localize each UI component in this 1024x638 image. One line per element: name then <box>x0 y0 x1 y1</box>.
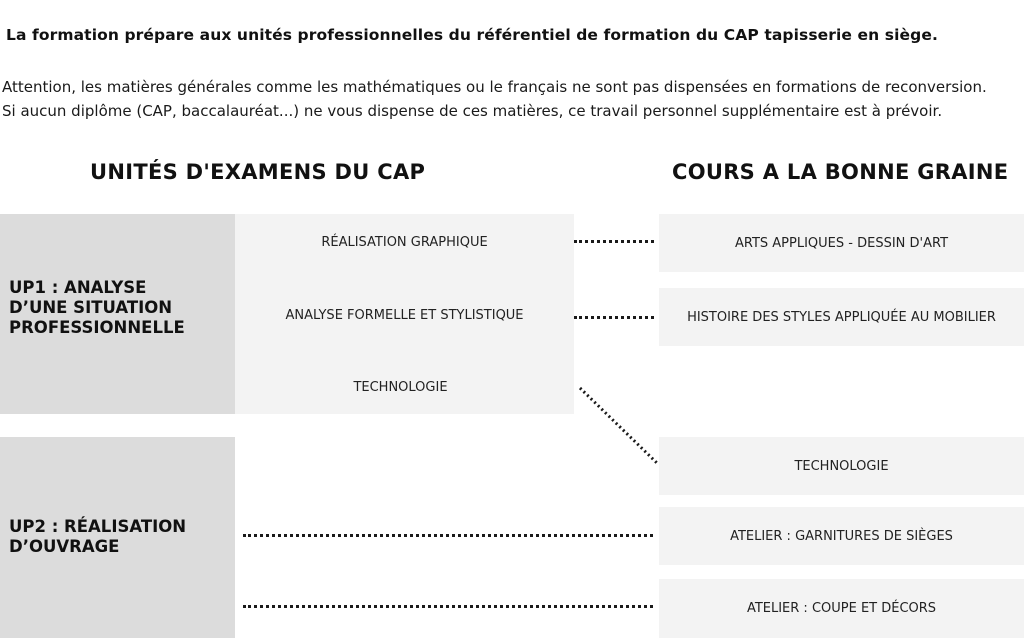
intro-note-line-1: Attention, les matières générales comme … <box>2 78 987 96</box>
course-histoire-des-styles: HISTOIRE DES STYLES APPLIQUÉE AU MOBILIE… <box>659 288 1024 346</box>
connector-analyse-to-histoire <box>574 316 654 319</box>
course-atelier-garnitures-label: ATELIER : GARNITURES DE SIÈGES <box>730 528 953 544</box>
connector-up2-to-coupe <box>243 605 653 608</box>
unit-up1-label-line-2: D’UNE SITUATION <box>9 298 173 317</box>
unit-up1-label-line-3: PROFESSIONNELLE <box>9 318 185 337</box>
intro-headline: La formation prépare aux unités professi… <box>6 26 938 44</box>
course-atelier-coupe-label: ATELIER : COUPE ET DÉCORS <box>746 601 937 616</box>
unit-up2-label: UP2 : RÉALISATION D’OUVRAGE <box>9 517 186 557</box>
intro-note-line-2: Si aucun diplôme (CAP, baccalauréat...) … <box>2 102 943 120</box>
right-column-title: COURS A LA BONNE GRAINE <box>672 160 1009 184</box>
course-technologie: TECHNOLOGIE <box>659 437 1024 495</box>
course-arts-appliques-label: ARTS APPLIQUES - DESSIN D'ART <box>734 235 949 251</box>
unit-up1-label: UP1 : ANALYSE D’UNE SITUATION PROFESSION… <box>9 278 185 338</box>
unit-up2-label-line-2: D’OUVRAGE <box>9 537 120 556</box>
subject-technologie: TECHNOLOGIE <box>353 380 448 395</box>
connector-realisation-to-arts <box>574 240 654 243</box>
course-histoire-des-styles-label: HISTOIRE DES STYLES APPLIQUÉE AU MOBILIE… <box>687 309 996 325</box>
course-atelier-garnitures: ATELIER : GARNITURES DE SIÈGES <box>659 507 1024 565</box>
course-technologie-label: TECHNOLOGIE <box>794 458 889 474</box>
course-atelier-coupe: ATELIER : COUPE ET DÉCORS <box>659 579 1024 638</box>
unit-up2-label-line-1: UP2 : RÉALISATION <box>9 517 187 536</box>
course-arts-appliques: ARTS APPLIQUES - DESSIN D'ART <box>659 214 1024 272</box>
unit-up1-block: UP1 : ANALYSE D’UNE SITUATION PROFESSION… <box>0 214 235 414</box>
connector-up2-to-garnitures <box>243 534 653 537</box>
left-column-title: UNITÉS D'EXAMENS DU CAP <box>90 160 426 184</box>
connector-technologie-to-technologie <box>578 386 660 466</box>
subject-analyse-formelle: ANALYSE FORMELLE ET STYLISTIQUE <box>285 308 524 323</box>
unit-up1-label-line-1: UP1 : ANALYSE <box>9 278 147 297</box>
unit-up1-subjects-panel: RÉALISATION GRAPHIQUE ANALYSE FORMELLE E… <box>235 214 574 414</box>
unit-up2-block: UP2 : RÉALISATION D’OUVRAGE <box>0 437 235 638</box>
subject-realisation-graphique: RÉALISATION GRAPHIQUE <box>321 235 488 250</box>
